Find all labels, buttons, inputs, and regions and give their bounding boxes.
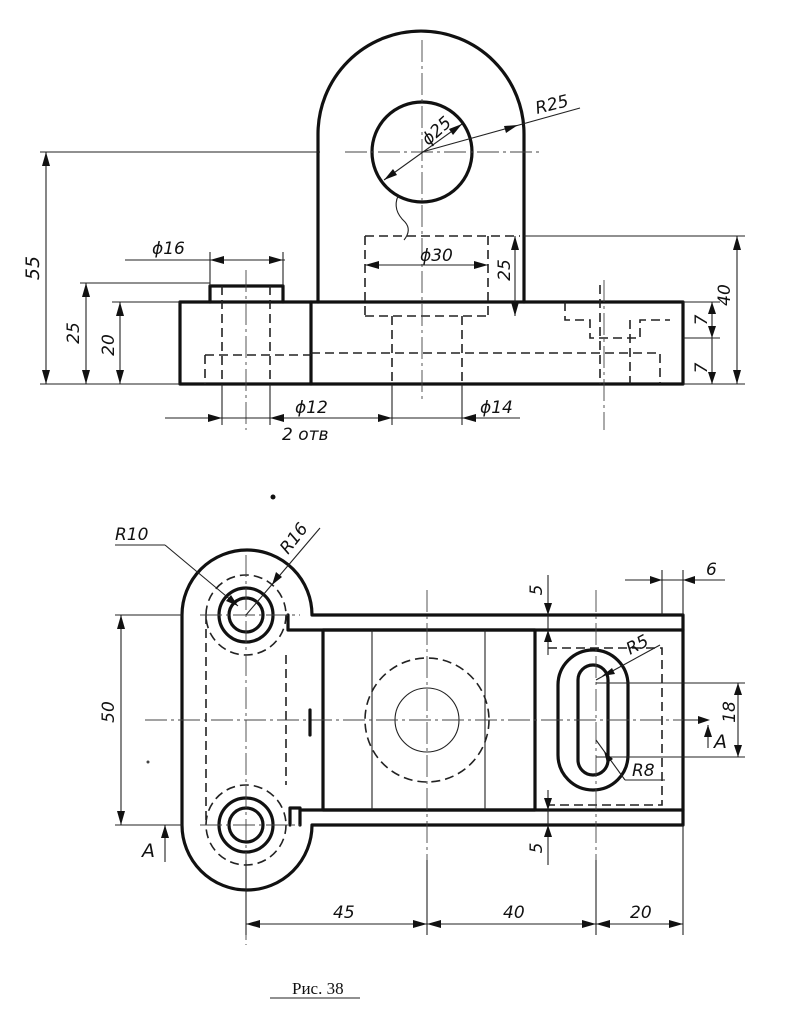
slot-hidden-border — [548, 647, 663, 806]
dim-40: 40 — [715, 284, 735, 306]
dim-25-boss: 25 — [495, 259, 515, 281]
left-boss-outline — [208, 284, 285, 304]
figure-caption: Рис. 38 — [292, 979, 344, 998]
dim-7-top: 7 — [692, 314, 712, 325]
dim-r10: R10 — [115, 525, 148, 545]
dim-r16: R16 — [276, 519, 312, 558]
section-label-left: A — [140, 840, 155, 862]
dim-5-bottom: 5 — [527, 843, 547, 854]
dim-2-holes: 2 отв — [282, 425, 329, 445]
dim-r8: R8 — [632, 761, 655, 781]
dim-phi12: ϕ12 — [295, 398, 328, 418]
lug-outline — [316, 29, 526, 304]
dim-20: 20 — [99, 334, 119, 356]
dim-20-bottom: 20 — [630, 903, 652, 923]
dim-phi14: ϕ14 — [480, 398, 513, 418]
left-holes-hidden — [204, 286, 311, 384]
dim-7-bottom: 7 — [692, 362, 712, 373]
phi14-hidden — [391, 316, 463, 384]
dim-phi30: ϕ30 — [420, 246, 453, 266]
dim-5-top: 5 — [527, 585, 547, 596]
dim-25-left: 25 — [64, 322, 84, 344]
dim-r5: R5 — [623, 631, 652, 659]
dim-phi16: ϕ16 — [152, 239, 185, 259]
dim-r25: R25 — [533, 91, 570, 118]
lug-hole-break-line — [395, 195, 409, 241]
slot-hidden — [311, 285, 670, 384]
front-view: 55 25 20 ϕ16 ϕ25 R25 ϕ30 — [22, 29, 745, 445]
top-view: 50 R10 R16 5 5 6 R5 — [99, 519, 745, 945]
dim-55: 55 — [22, 256, 44, 280]
dim-6: 6 — [706, 560, 717, 580]
dim-40-bottom: 40 — [503, 903, 525, 923]
dim-45: 45 — [333, 903, 355, 923]
plate-outline — [180, 548, 685, 892]
dim-18: 18 — [720, 701, 740, 723]
stray-dot — [270, 494, 276, 500]
section-label-right: A — [712, 731, 727, 753]
groove-top — [286, 613, 685, 632]
stray-dot — [146, 760, 150, 764]
dim-50: 50 — [99, 701, 119, 723]
base-outline — [178, 300, 685, 386]
